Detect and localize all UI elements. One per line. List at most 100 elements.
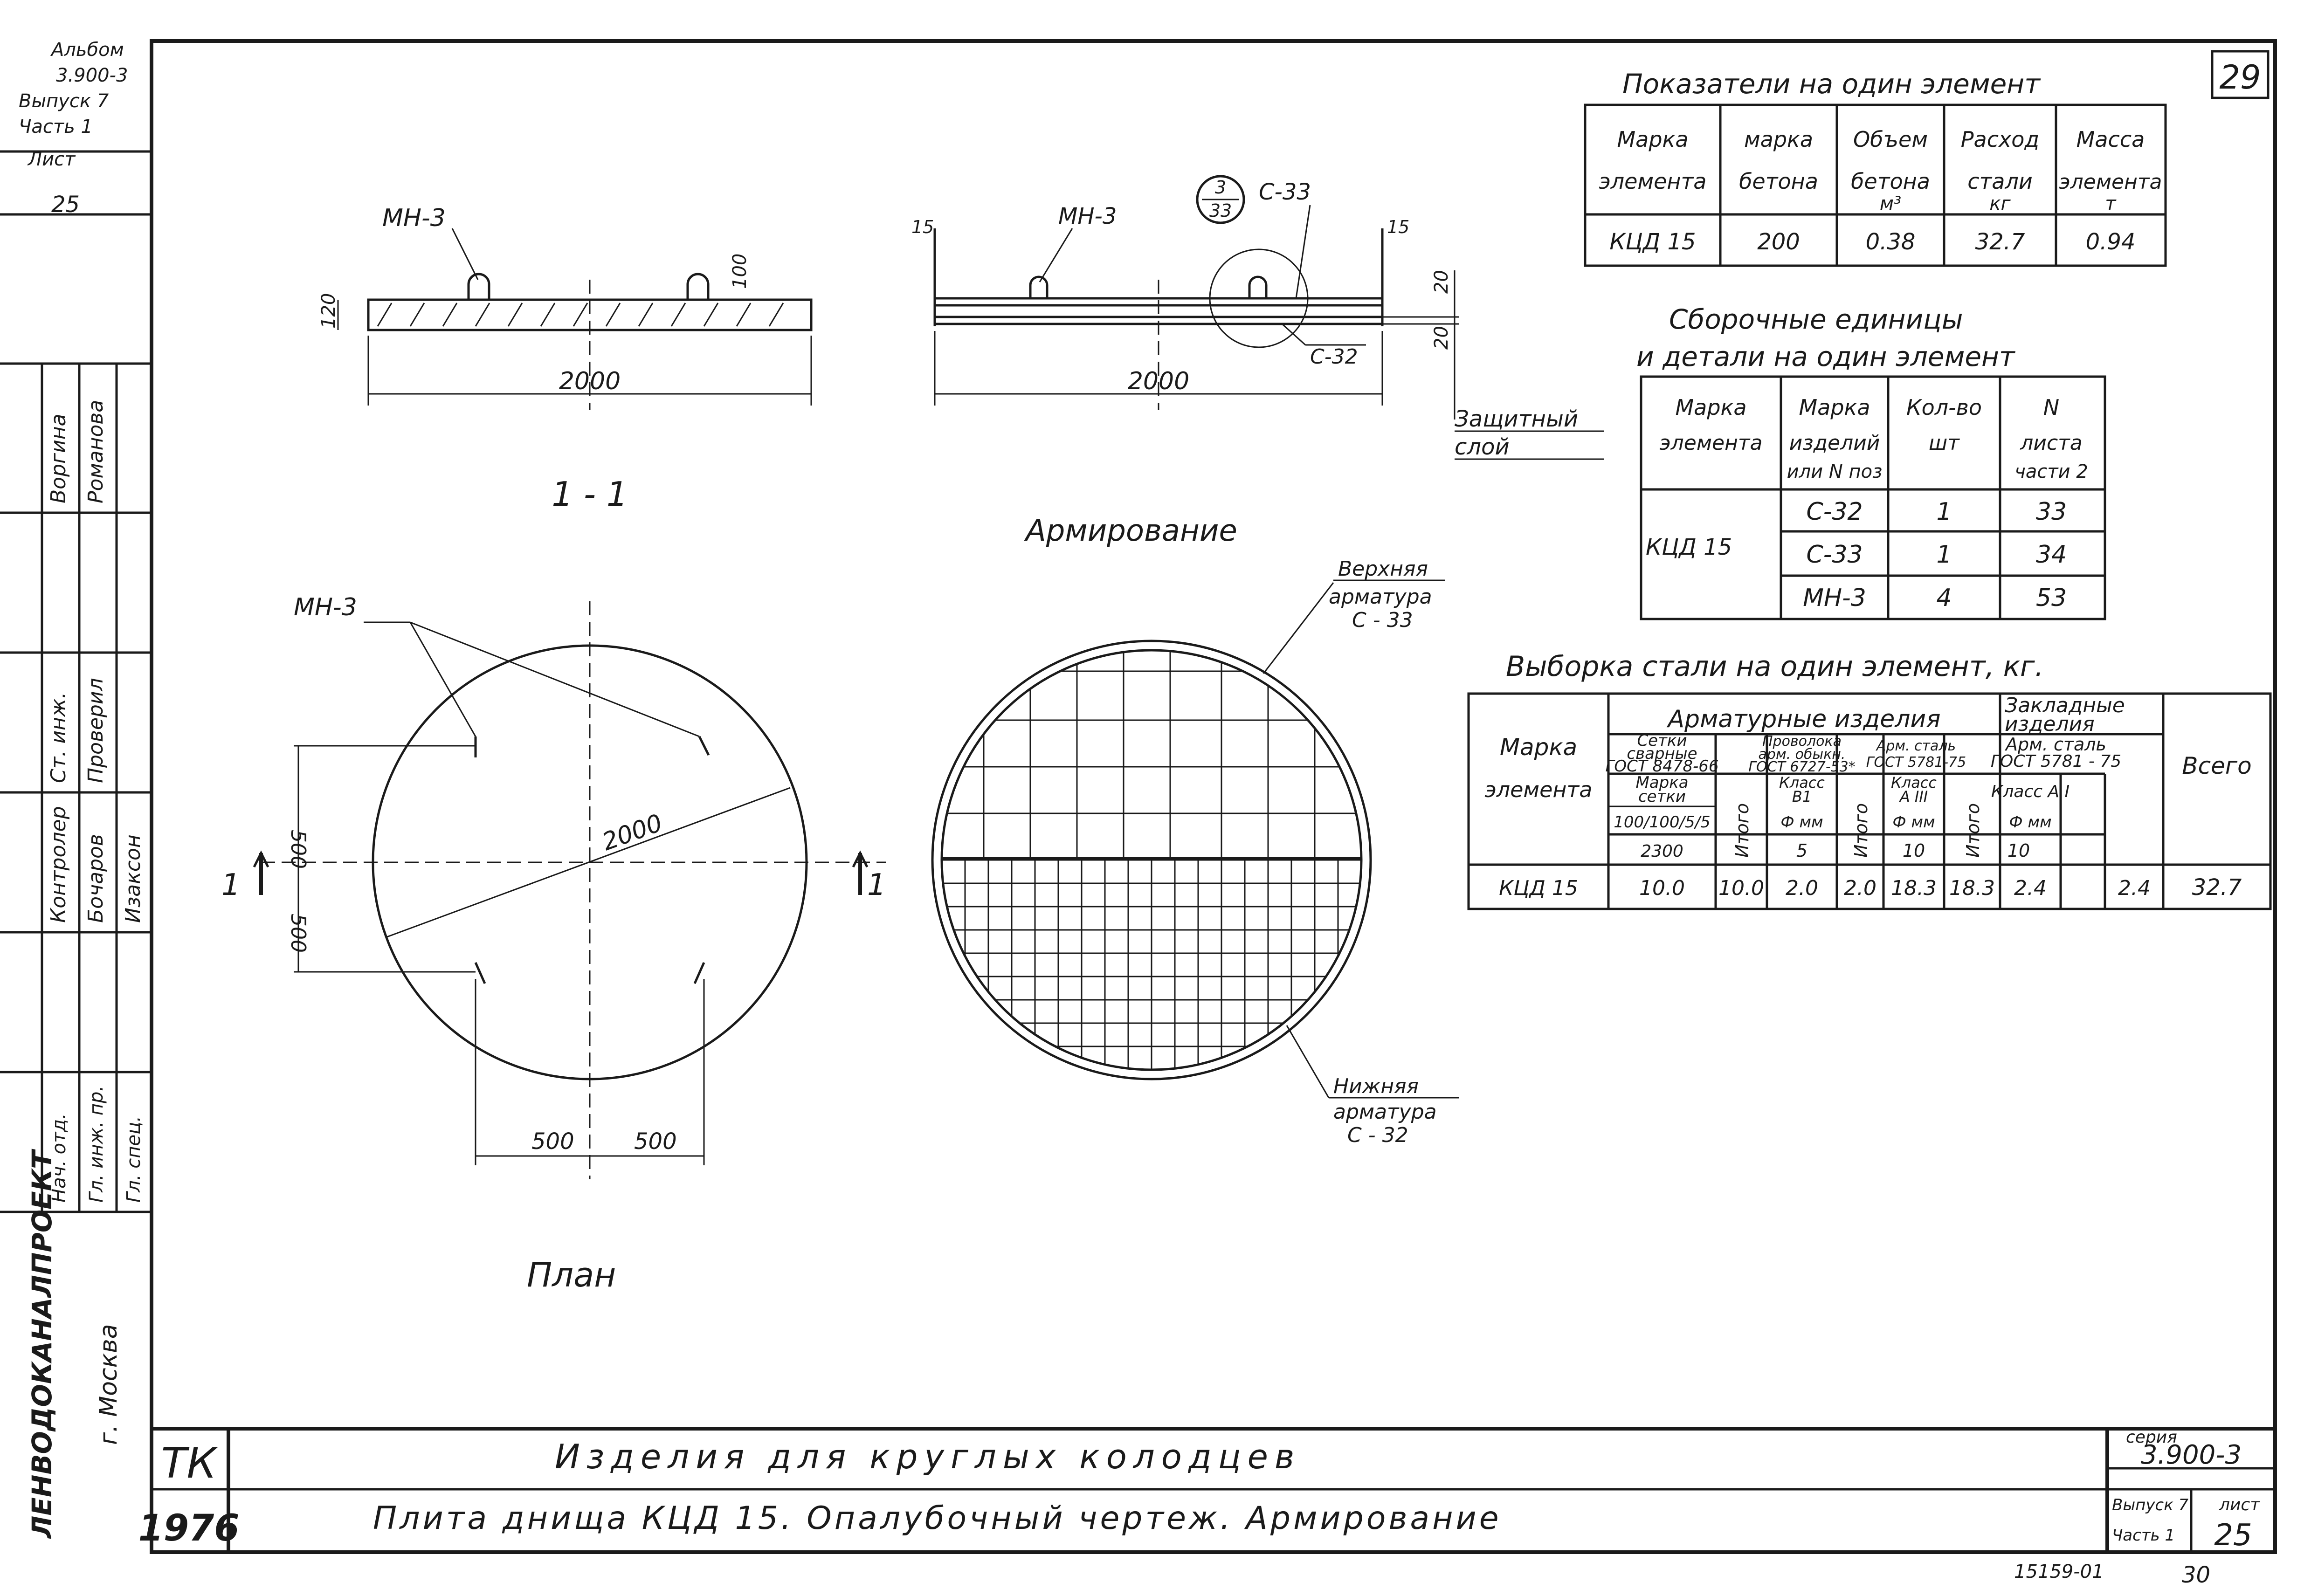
steel-h-b1-1: Класс bbox=[1779, 774, 1825, 791]
units-r3-qty: 4 bbox=[1936, 584, 1952, 612]
reinf-dim-right: 15 bbox=[1387, 217, 1409, 237]
units-r3-item: МН-3 bbox=[1803, 584, 1866, 612]
ind-h-mass-1: Масса bbox=[2076, 127, 2145, 152]
strip-ref-3: Выпуск 7 bbox=[19, 90, 109, 112]
steel-h-b1-2: B1 bbox=[1792, 788, 1812, 805]
page-number-box bbox=[2211, 50, 2270, 99]
title-org: ТК bbox=[161, 1439, 219, 1488]
units-h-qty-1: Кол-во bbox=[1906, 395, 1982, 420]
strip-sig-name-1: Романова bbox=[84, 400, 108, 503]
strip-sig-check-4: Гл. спец. bbox=[123, 1116, 145, 1203]
steel-h-arm1-1: Арм. сталь bbox=[1876, 738, 1956, 754]
steel-h-arm2-2: ГОСТ 5781 - 75 bbox=[1991, 752, 2121, 771]
steel-h-reinf: Арматурные изделия bbox=[1666, 705, 1940, 733]
units-h-sheet-1: N bbox=[2043, 395, 2059, 420]
steel-h-phi-2: Ф мм bbox=[1892, 813, 1935, 832]
reinf-mark-c33: С-33 bbox=[1259, 179, 1311, 205]
steel-v-embed: 2.4 bbox=[2014, 876, 2047, 900]
steel-h-meshmark-2: сетки bbox=[1638, 787, 1686, 806]
strip-org: ЛЕНВОДОКАНАЛПРОЕКТ bbox=[26, 1149, 58, 1539]
strip-ref-2: 3.900-3 bbox=[56, 65, 128, 86]
strip-sig-role-2: Ст. инж. bbox=[47, 692, 70, 783]
plan-cut-left: 1 bbox=[221, 868, 241, 902]
title-line-1: Изделия для круглых колодцев bbox=[555, 1437, 1301, 1476]
steel-v-mesh-total: 10.0 bbox=[1718, 876, 1764, 900]
strip-sig-name-3: Бочаров bbox=[84, 834, 108, 923]
steel-v-mark: КЦД 15 bbox=[1499, 876, 1578, 900]
units-r1-sheet: 33 bbox=[2036, 498, 2067, 526]
footer-code: 15159-01 bbox=[2014, 1561, 2104, 1582]
units-r2-sheet: 34 bbox=[2036, 541, 2067, 569]
steel-h-d10b: 10 bbox=[2007, 840, 2030, 861]
plan-dim-500-a: 500 bbox=[286, 830, 310, 869]
ind-h-mass-2: элемента bbox=[2059, 170, 2162, 194]
title-part: Часть 1 bbox=[2112, 1526, 2175, 1545]
reinforcement-plan: Верхняя арматура С - 33 Нижняя арматура … bbox=[931, 557, 1459, 1147]
reinforcement-title: Армирование bbox=[1024, 514, 1237, 548]
units-r2-qty: 1 bbox=[1936, 541, 1952, 569]
steel-h-wire-2: арм. обыкн. bbox=[1759, 746, 1846, 763]
plan-cut-right: 1 bbox=[867, 868, 886, 902]
section-dim-thickness: 120 bbox=[318, 293, 339, 329]
steel-h-wire-1: Проволока bbox=[1762, 733, 1842, 750]
steel-h-wire-3: ГОСТ 6727-53* bbox=[1748, 759, 1855, 775]
protective-layer-2: слой bbox=[1455, 434, 1510, 460]
steel-v-total: 32.7 bbox=[2192, 874, 2242, 901]
units-h-qty-2: шт bbox=[1929, 431, 1960, 455]
title-series-label: серия bbox=[2126, 1428, 2177, 1447]
title-sheet-label: лист bbox=[2219, 1495, 2260, 1514]
ind-h-steel-2: стали bbox=[1967, 169, 2033, 194]
reinf-dim-left: 15 bbox=[911, 217, 934, 237]
title-line-2: Плита днища КЦД 15. Опалубочный чертеж. … bbox=[373, 1500, 1502, 1537]
plan-view: МН-3 2000 500 500 500 500 1 1 План bbox=[221, 593, 886, 1294]
table-units: Сборочные единицы и детали на один элеме… bbox=[1636, 303, 2106, 620]
steel-h-arm1-2: ГОСТ 5781-75 bbox=[1866, 754, 1966, 770]
steel-h-mesh-2: сварные bbox=[1627, 744, 1697, 763]
units-r3-sheet: 53 bbox=[2036, 584, 2067, 612]
title-block: ТК 1976 Изделия для круглых колодцев Пли… bbox=[138, 1427, 2275, 1553]
steel-v-arm: 18.3 bbox=[1891, 876, 1937, 900]
top-reinf-label-1: Верхняя bbox=[1338, 557, 1428, 581]
top-reinf-label-2: арматура bbox=[1329, 585, 1432, 609]
footer-page: 30 bbox=[2182, 1562, 2210, 1588]
steel-h-arm2-1: Арм. сталь bbox=[2004, 734, 2106, 755]
strip-sig-role-4: Нач. отд. bbox=[48, 1113, 70, 1203]
title-issue: Выпуск 7 bbox=[2112, 1496, 2189, 1514]
steel-h-a3-1: Класс bbox=[1891, 774, 1937, 791]
strip-ref-1: Альбом bbox=[50, 39, 124, 61]
steel-v-wire-total: 2.0 bbox=[1844, 876, 1876, 900]
units-r2-item: С-33 bbox=[1806, 541, 1863, 569]
reinf-mark-c32: С-32 bbox=[1310, 345, 1358, 369]
section-mark-mn3: МН-3 bbox=[382, 204, 446, 232]
units-h-item-3: или N поз bbox=[1787, 461, 1883, 482]
steel-h-a1: Класс A I bbox=[1991, 782, 2070, 801]
ind-v-volume: 0.38 bbox=[1866, 229, 1916, 255]
steel-h-total: Всего bbox=[2182, 752, 2251, 779]
steel-h-mesh-1: Сетки bbox=[1637, 731, 1687, 750]
units-caption-1: Сборочные единицы bbox=[1669, 303, 1963, 335]
page-number: 29 bbox=[2219, 58, 2261, 96]
units-h-item-2: изделий bbox=[1789, 431, 1880, 455]
strip-ref-4: Часть 1 bbox=[19, 116, 93, 138]
steel-h-embed-2: изделия bbox=[2005, 712, 2095, 736]
ind-h-steel-1: Расход bbox=[1961, 127, 2039, 152]
section-dim-loop: 100 bbox=[729, 254, 751, 289]
ind-h-mass-3: т bbox=[2105, 193, 2117, 214]
units-element: КЦД 15 bbox=[1646, 534, 1732, 560]
plan-dim-diameter: 2000 bbox=[599, 809, 666, 857]
table-steel: Выборка стали на один элемент, кг. Марка… bbox=[1467, 650, 2272, 910]
strip-ref-6: 25 bbox=[51, 192, 80, 218]
steel-h-mark-1: Марка bbox=[1500, 734, 1577, 761]
units-h-sheet-3: части 2 bbox=[2014, 461, 2088, 482]
steel-h-itogo-2: Итого bbox=[1851, 803, 1871, 858]
steel-h-meshspec: 100/100/5/5 bbox=[1614, 813, 1710, 832]
strip-sig-name-4: Гл. инж. пр. bbox=[86, 1086, 107, 1203]
indicators-caption: Показатели на один элемент bbox=[1622, 68, 2041, 100]
strip-ref-5: Лист bbox=[27, 149, 76, 170]
steel-h-a3-2: A III bbox=[1899, 788, 1928, 805]
steel-h-meshmark-1: Марка bbox=[1635, 773, 1688, 792]
callout-top: 3 bbox=[1215, 177, 1226, 198]
section-label: 1 - 1 bbox=[552, 475, 628, 514]
ind-h-steel-3: кг bbox=[1989, 193, 2011, 214]
